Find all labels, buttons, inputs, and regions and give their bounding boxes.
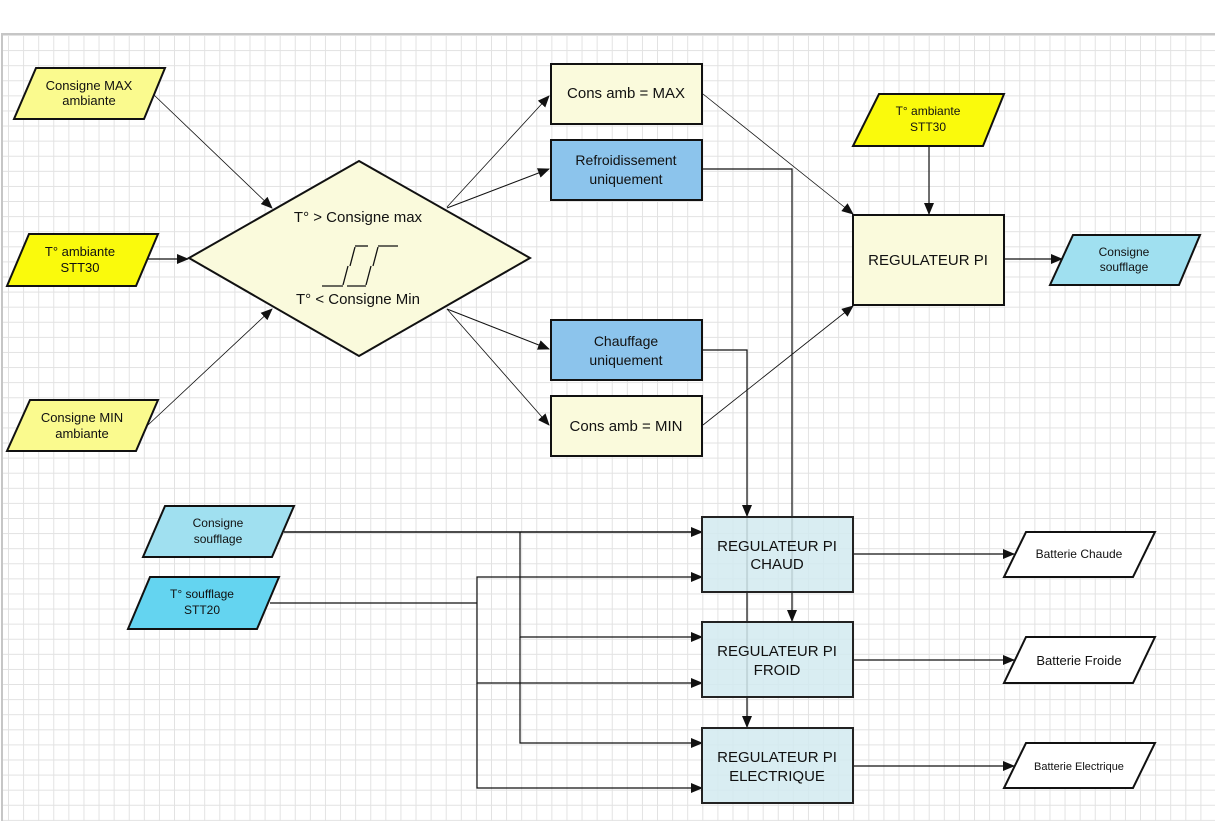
label-line-1: Refroidissement — [575, 152, 676, 168]
label-line-2: soufflage — [194, 532, 243, 546]
label-line-2: uniquement — [589, 352, 662, 368]
edge-tsouf-to-regchaud — [476, 572, 703, 603]
label-line-1: Consigne MIN — [41, 410, 123, 425]
label: Cons amb = MAX — [567, 85, 685, 102]
label: Batterie Chaude — [1036, 547, 1123, 561]
node-regulateur-pi-froid[interactable]: REGULATEUR PI FROID — [701, 621, 854, 698]
node-batterie-froide[interactable]: Batterie Froide — [1002, 636, 1157, 684]
decision-bottom-label: T° < Consigne Min — [296, 291, 420, 308]
label-line-1: T° soufflage — [170, 587, 234, 601]
label-line-1: Consigne — [1099, 245, 1150, 259]
node-t-soufflage-stt20[interactable]: T° soufflage STT20 — [126, 576, 281, 630]
label-line-2: STT30 — [910, 120, 946, 134]
label-line-2: FROID — [754, 662, 801, 679]
label-line-1: REGULATEUR PI — [717, 643, 837, 660]
label-line-1: Chauffage — [594, 333, 659, 349]
node-consigne-min-ambiante[interactable]: Consigne MIN ambiante — [5, 399, 160, 452]
edge-consmin-to-regpi — [702, 305, 854, 426]
node-consigne-soufflage-input[interactable]: Consigne soufflage — [141, 505, 296, 558]
edge-consmax-to-regpi — [702, 93, 854, 215]
node-t-ambiante-stt30-top[interactable]: T° ambiante STT30 — [851, 93, 1006, 147]
edge-consouf-to-regelec — [519, 637, 703, 748]
label-line-2: STT30 — [60, 260, 99, 275]
edge-decision-to-refroid — [446, 168, 550, 209]
label-line-1: REGULATEUR PI — [717, 749, 837, 766]
label-line-1: REGULATEUR PI — [717, 538, 837, 555]
node-chauffage-uniquement[interactable]: Chauffage uniquement — [550, 319, 703, 381]
connectors — [147, 93, 1063, 793]
hysteresis-symbol — [322, 245, 398, 287]
edge-decision-to-chauff — [446, 308, 550, 350]
edge-min-to-decision — [147, 308, 273, 426]
node-consigne-max-ambiante[interactable]: Consigne MAX ambiante — [12, 67, 167, 120]
label-line-2: ambiante — [62, 93, 115, 108]
label-line-2: STT20 — [184, 603, 220, 617]
node-consigne-soufflage-output[interactable]: Consigne soufflage — [1048, 234, 1202, 286]
label: Batterie Electrique — [1034, 761, 1124, 773]
label-line-2: soufflage — [1100, 260, 1149, 274]
node-cons-amb-min[interactable]: Cons amb = MIN — [550, 395, 703, 457]
edge-chauff-to-regchaud — [702, 349, 752, 517]
node-batterie-electrique[interactable]: Batterie Electrique — [1002, 742, 1157, 789]
decision-top-label: T° > Consigne max — [294, 209, 423, 226]
label-line-2: ambiante — [55, 426, 108, 441]
node-regulateur-pi-electrique[interactable]: REGULATEUR PI ELECTRIQUE — [701, 727, 854, 804]
edge-tsouf-to-regfroid — [476, 603, 703, 688]
label: Batterie Froide — [1036, 653, 1121, 668]
node-regulateur-pi-chaud[interactable]: REGULATEUR PI CHAUD — [701, 516, 854, 593]
node-cons-amb-max[interactable]: Cons amb = MAX — [550, 63, 703, 125]
edge-tsouf-to-regelec — [476, 683, 703, 793]
edge-decision-to-consmax — [446, 95, 550, 208]
label-line-2: uniquement — [589, 171, 662, 187]
label-line-1: T° ambiante — [45, 244, 115, 259]
label-line-2: ELECTRIQUE — [729, 768, 825, 785]
edge-max-to-decision — [153, 94, 273, 209]
node-batterie-chaude[interactable]: Batterie Chaude — [1002, 531, 1157, 578]
label: REGULATEUR PI — [868, 252, 988, 269]
node-refroidissement-uniquement[interactable]: Refroidissement uniquement — [550, 139, 703, 201]
label-line-2: CHAUD — [750, 556, 804, 573]
node-regulateur-pi[interactable]: REGULATEUR PI — [852, 214, 1005, 306]
edge-refroid-to-regfroid — [702, 168, 797, 622]
label-line-1: Consigne MAX — [46, 78, 133, 93]
edge-consouf-to-regfroid — [519, 532, 703, 642]
node-t-ambiante-stt30-left[interactable]: T° ambiante STT30 — [5, 233, 160, 287]
node-decision-hysteresis[interactable]: T° > Consigne max T° < Consigne Min — [186, 159, 533, 358]
label-line-1: T° ambiante — [896, 104, 961, 118]
edge-decision-to-consmin — [446, 308, 550, 426]
label: Cons amb = MIN — [570, 418, 683, 435]
label-line-1: Consigne — [193, 516, 244, 530]
